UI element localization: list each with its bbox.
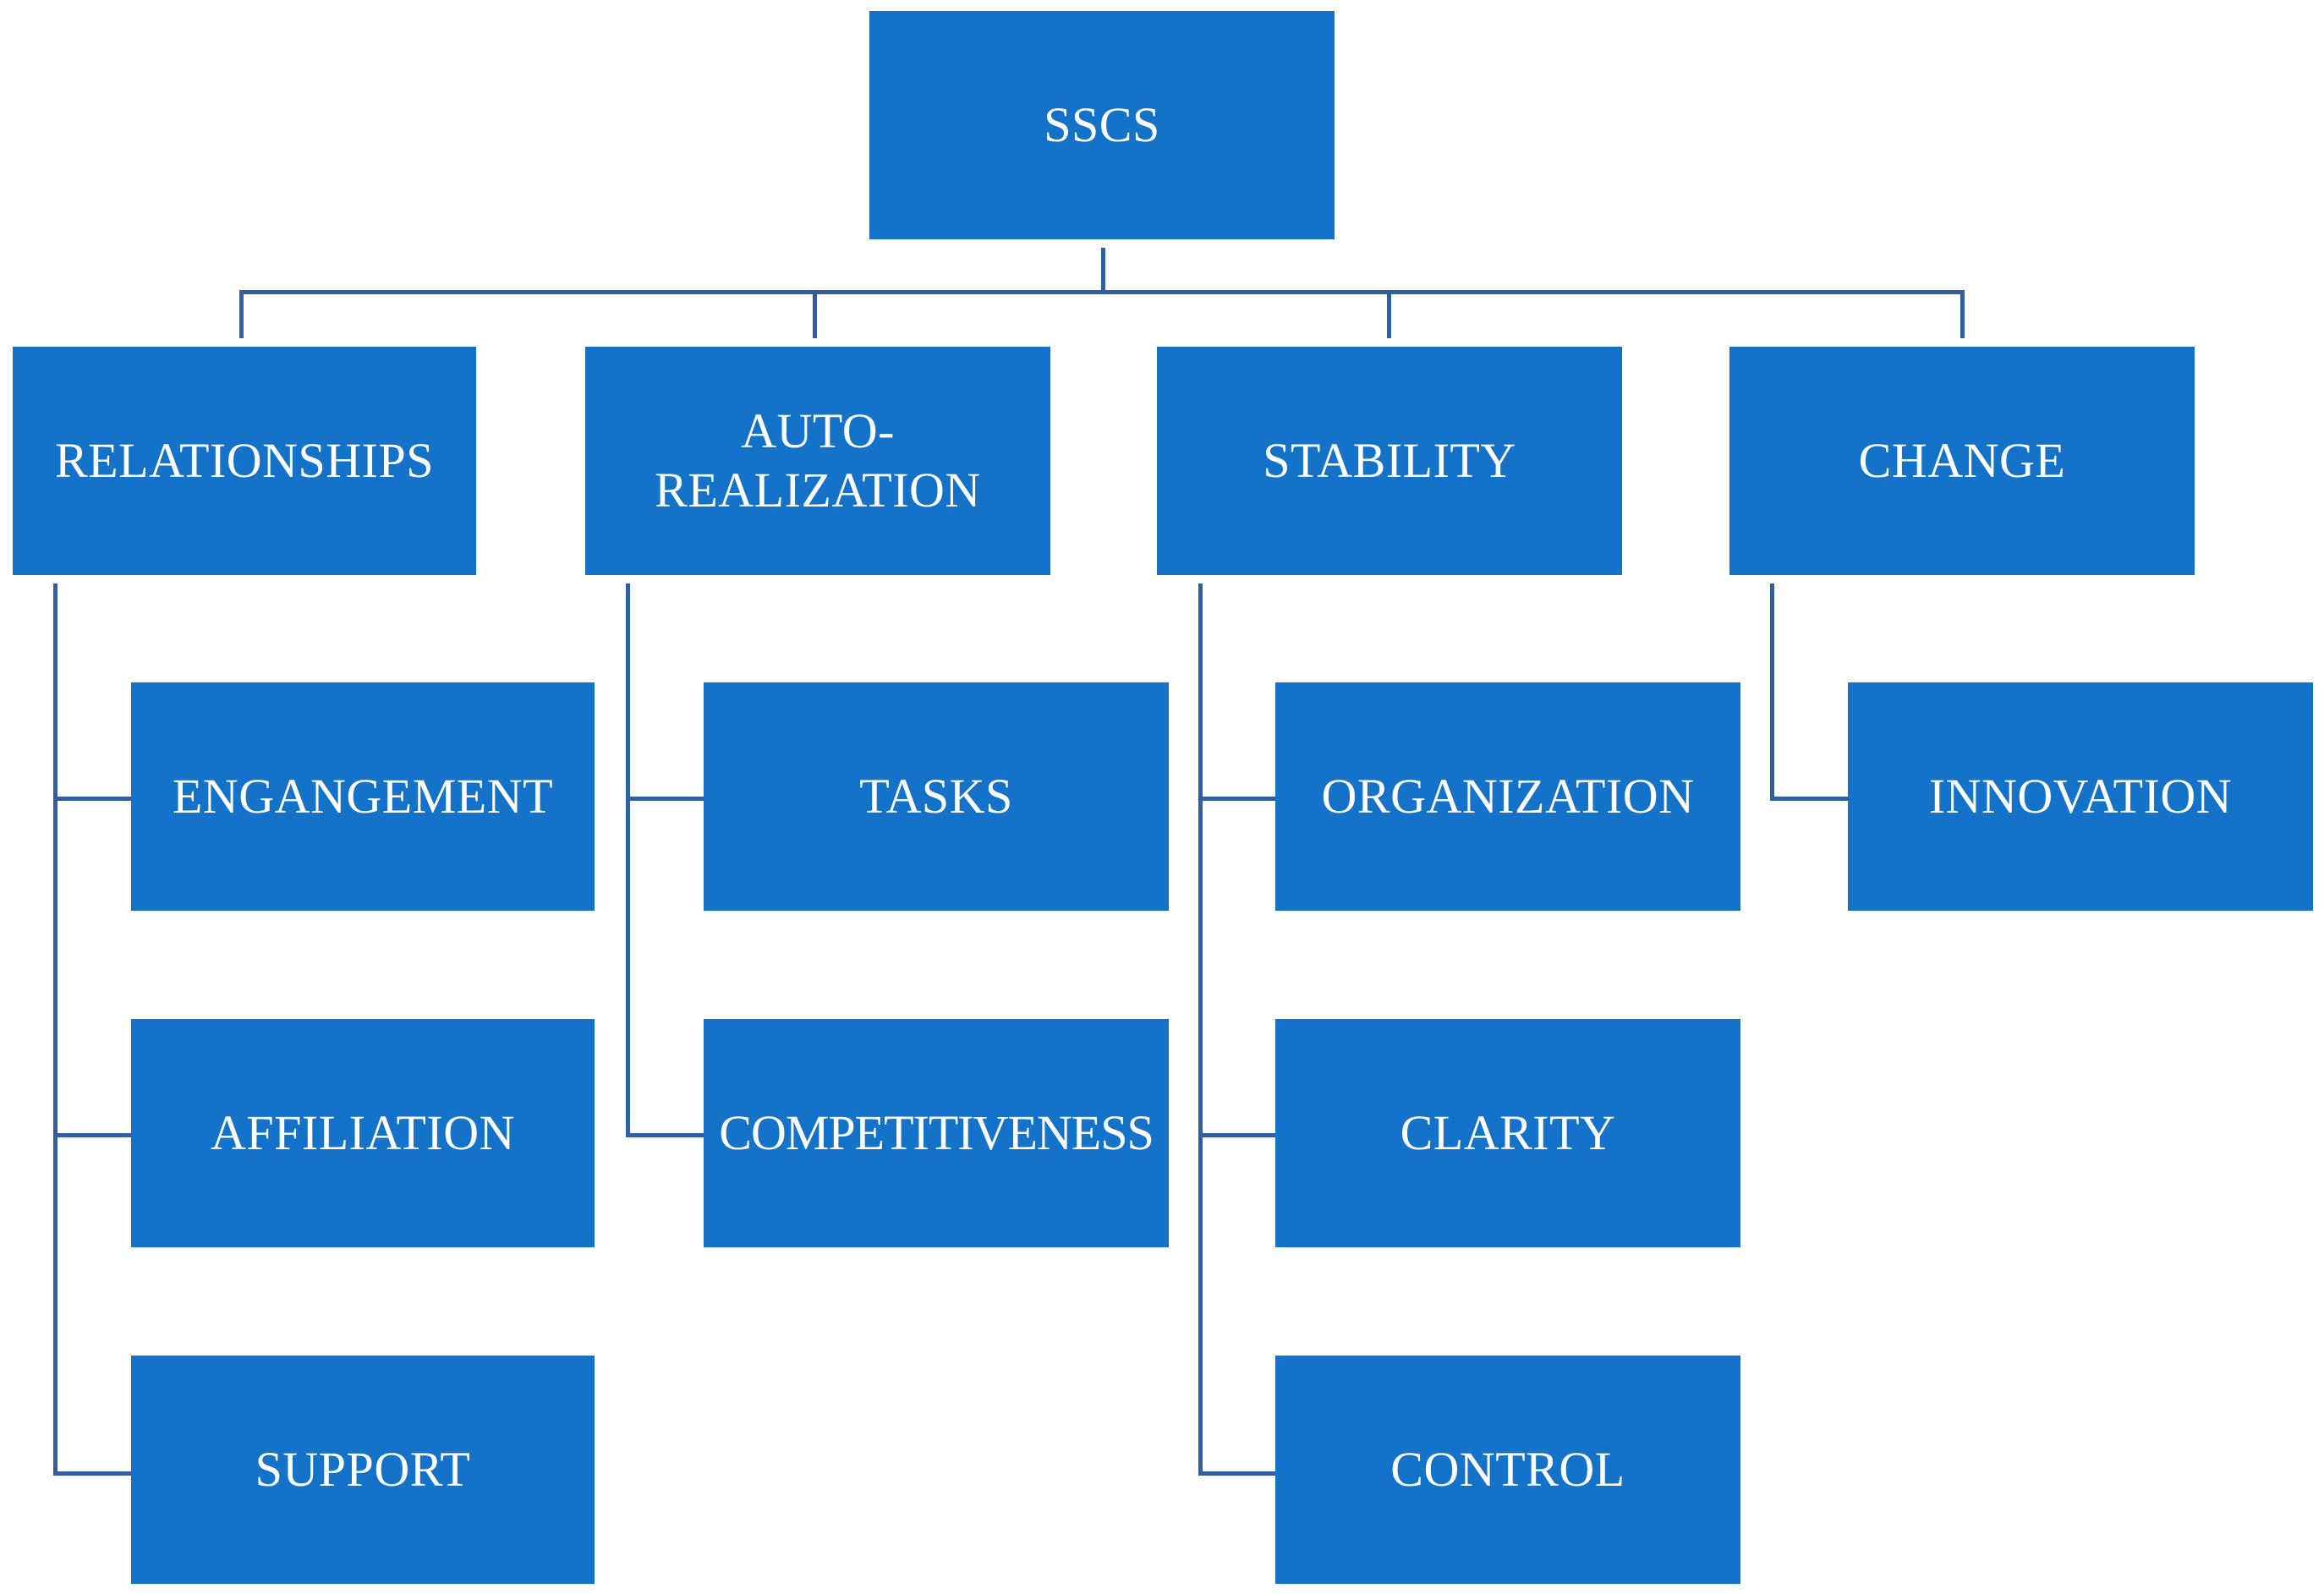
branch-innovation: [1770, 797, 1848, 801]
category-drop-stability: [1387, 290, 1391, 338]
child-label: ENGANGEMENT: [172, 769, 554, 824]
category-label-relationships: RELATIONSHIPS: [55, 433, 434, 489]
category-node-relationships: RELATIONSHIPS: [13, 347, 476, 575]
category-node-stability: STABILITY: [1157, 347, 1622, 575]
child-node-organization: ORGANIZATION: [1275, 682, 1740, 911]
child-node-support: SUPPORT: [131, 1356, 595, 1584]
spine-relationships: [53, 583, 58, 1476]
child-label: COMPETITIVENESS: [719, 1105, 1154, 1161]
root-node-sscs: SSCS: [869, 11, 1335, 239]
root-label: SSCS: [1044, 97, 1160, 153]
child-label: SUPPORT: [255, 1442, 471, 1498]
branch-competitiveness: [626, 1133, 704, 1137]
category-label-auto-realization: AUTO- REALIZATION: [655, 403, 981, 518]
child-node-tasks: TASKS: [704, 682, 1169, 911]
branch-organization: [1198, 797, 1276, 801]
child-label: ORGANIZATION: [1321, 769, 1695, 824]
spine-change: [1770, 583, 1774, 801]
child-node-competitiveness: COMPETITIVENESS: [704, 1019, 1169, 1247]
spine-auto-realization: [626, 583, 630, 1137]
child-label: TASKS: [859, 769, 1013, 824]
child-label: INNOVATION: [1928, 769, 2233, 824]
branch-control: [1198, 1471, 1276, 1476]
spine-stability: [1198, 583, 1203, 1476]
category-node-auto-realization: AUTO- REALIZATION: [585, 347, 1050, 575]
branch-engangement: [53, 797, 131, 801]
child-label: CLARITY: [1400, 1105, 1616, 1161]
child-node-clarity: CLARITY: [1275, 1019, 1740, 1247]
branch-affiliation: [53, 1133, 131, 1137]
child-node-control: CONTROL: [1275, 1356, 1740, 1584]
category-drop-change: [1960, 290, 1965, 338]
category-bus: [239, 290, 1965, 294]
child-label: AFFILIATION: [211, 1105, 515, 1161]
child-label: CONTROL: [1390, 1442, 1625, 1498]
category-label-stability: STABILITY: [1263, 433, 1516, 489]
branch-clarity: [1198, 1133, 1276, 1137]
branch-tasks: [626, 797, 704, 801]
root-stem: [1101, 248, 1105, 293]
category-drop-relationships: [239, 290, 244, 338]
category-node-change: CHANGE: [1729, 347, 2195, 575]
category-label-change: CHANGE: [1858, 433, 2066, 489]
category-drop-auto-realization: [813, 290, 817, 338]
child-node-innovation: INNOVATION: [1848, 682, 2313, 911]
child-node-engangement: ENGANGEMENT: [131, 682, 595, 911]
branch-support: [53, 1471, 131, 1476]
child-node-affiliation: AFFILIATION: [131, 1019, 595, 1247]
